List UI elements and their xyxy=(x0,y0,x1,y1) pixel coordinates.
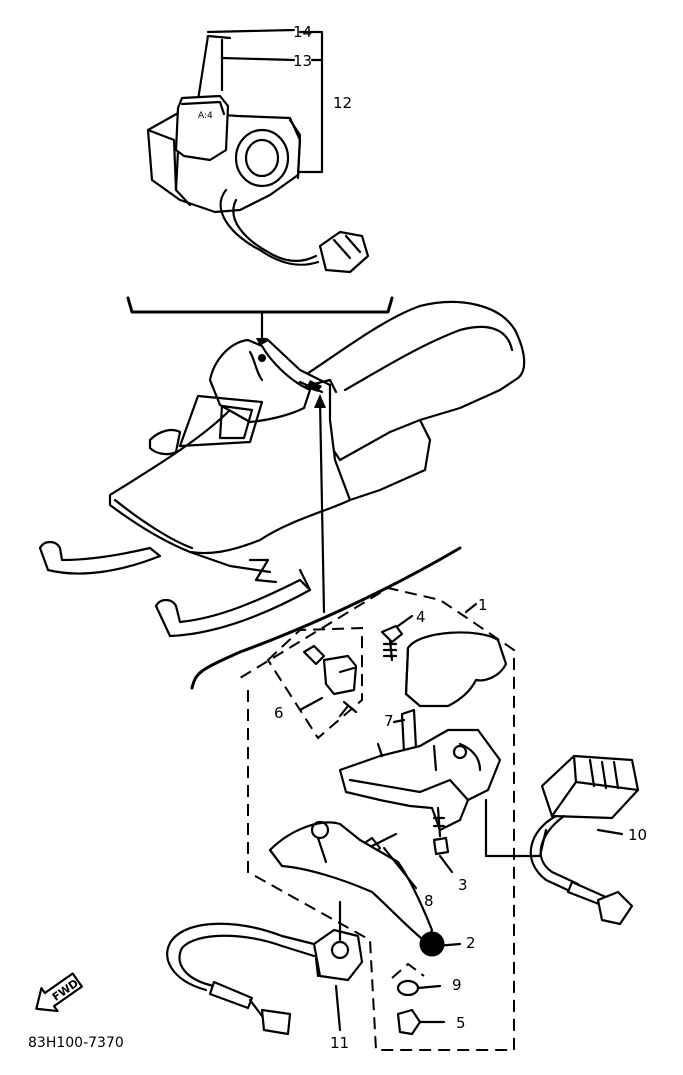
callout-3: 3 xyxy=(458,876,468,894)
callout-1: 1 xyxy=(478,596,488,614)
part-housing-bracket xyxy=(338,728,502,832)
diagram-code: 83H100-7370 xyxy=(28,1035,124,1051)
pointer-line-lower xyxy=(318,398,326,614)
top-bracket xyxy=(126,296,394,314)
part-3-screw xyxy=(432,806,450,856)
part-5-nut xyxy=(396,1008,422,1036)
callout-2: 2 xyxy=(466,934,476,952)
switch-assembly-top: A:4 xyxy=(146,28,370,274)
part-2-lever xyxy=(268,820,445,957)
callout-8: 8 xyxy=(424,892,434,910)
callout-13: 13 xyxy=(293,52,312,70)
part-6-clip xyxy=(302,644,358,718)
callout-11: 11 xyxy=(330,1034,349,1052)
svg-text:A:4: A:4 xyxy=(198,111,213,121)
callout-4: 4 xyxy=(416,608,426,626)
assembly-box-6 xyxy=(266,626,363,740)
divider-line xyxy=(190,546,462,690)
callout-12: 12 xyxy=(333,94,352,112)
part-cover-pad xyxy=(404,631,508,708)
snowmobile-illustration xyxy=(38,300,526,638)
part-11-switch xyxy=(166,922,364,1036)
callout-9: 9 xyxy=(452,976,462,994)
part-10-relay xyxy=(484,754,640,926)
leader-lines xyxy=(298,602,624,1032)
part-4-bolt xyxy=(380,624,404,662)
part-9-washer xyxy=(396,979,420,997)
fwd-arrow-icon: FWD xyxy=(35,972,83,1013)
callout-5: 5 xyxy=(456,1014,466,1032)
callout-6: 6 xyxy=(274,704,284,722)
callout-10: 10 xyxy=(628,826,647,844)
callout-14: 14 xyxy=(293,23,312,41)
assembly-box-1 xyxy=(239,586,515,1051)
callout-7: 7 xyxy=(384,712,394,730)
